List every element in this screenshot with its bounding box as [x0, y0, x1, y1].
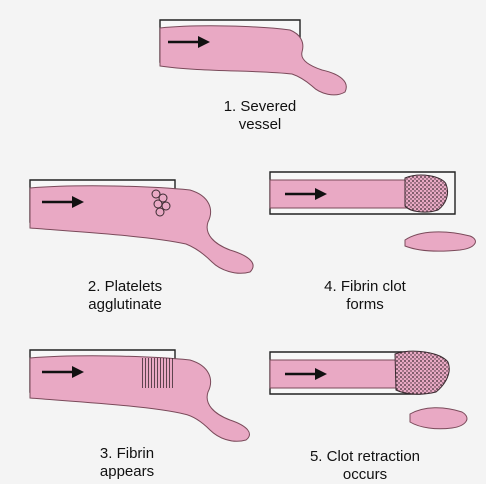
step-label-line: 1. Severed	[185, 98, 335, 116]
panel-fibrin-clot	[270, 172, 475, 251]
step-label-line: agglutinate	[50, 296, 200, 314]
step-label-line: appears	[52, 463, 202, 481]
blood-flow	[30, 356, 249, 441]
clot-plug	[405, 175, 448, 212]
panel-severed-vessel	[160, 20, 346, 95]
blood-flow	[30, 186, 253, 273]
step-label-clot-retraction: 5. Clot retraction occurs	[290, 448, 440, 484]
step-label-line: 5. Clot retraction	[290, 448, 440, 466]
step-label-line: 3. Fibrin	[52, 445, 202, 463]
step-label-line: 2. Platelets	[50, 278, 200, 296]
step-label-severed-vessel: 1. Severed vessel	[185, 98, 335, 134]
step-label-line: vessel	[185, 116, 335, 134]
extravasated-blood	[405, 232, 475, 251]
extravasated-blood	[410, 408, 467, 429]
step-label-line: 4. Fibrin clot	[290, 278, 440, 296]
panel-fibrin-appears	[30, 350, 249, 441]
panel-clot-retraction	[270, 351, 467, 429]
retracted-clot	[395, 351, 449, 394]
blood-flow	[160, 26, 346, 95]
step-label-fibrin-appears: 3. Fibrin appears	[52, 445, 202, 481]
step-label-fibrin-clot: 4. Fibrin clot forms	[290, 278, 440, 314]
step-label-line: occurs	[290, 466, 440, 484]
step-label-platelets: 2. Platelets agglutinate	[50, 278, 200, 314]
step-label-line: forms	[290, 296, 440, 314]
panel-platelets	[30, 180, 253, 273]
fibrin-strands	[140, 358, 174, 388]
